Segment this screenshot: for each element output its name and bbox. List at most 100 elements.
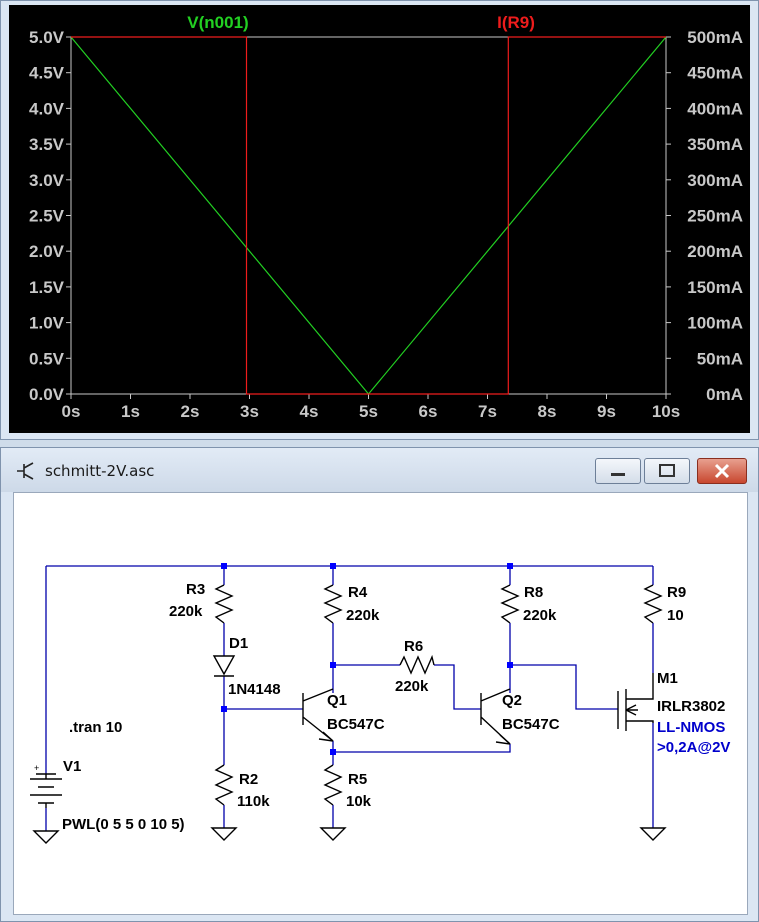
maximize-icon [659, 464, 675, 477]
m1-ref[interactable]: M1 [657, 670, 678, 687]
r2-value[interactable]: 110k [237, 793, 270, 810]
x-tick-label: 0s [62, 402, 81, 421]
x-tick-label: 6s [419, 402, 438, 421]
resistor-r4 [323, 584, 343, 624]
ground-m1 [639, 827, 667, 841]
v1-ref[interactable]: V1 [63, 758, 81, 775]
x-tick-label: 10s [652, 402, 680, 421]
plot-frame [70, 36, 667, 395]
resistor-r5 [323, 764, 343, 806]
r6-ref[interactable]: R6 [404, 638, 423, 655]
y-right-tick-label: 300mA [687, 171, 743, 190]
y-right-tick-label: 250mA [687, 207, 743, 226]
waveform-window: 0s 1s 2s 3s 4s 5s 6s 7s 8s 9s 10s 0.0V 0.5V 1.0V 1.5V 2… [0, 0, 759, 440]
r5-ref[interactable]: R5 [348, 771, 367, 788]
q2-ref[interactable]: Q2 [502, 692, 522, 709]
x-tick-label: 5s [359, 402, 378, 421]
x-tick-label: 3s [240, 402, 259, 421]
x-tick-label: 8s [538, 402, 557, 421]
y-left-tick-label: 0.5V [29, 349, 65, 368]
ground-r5 [319, 827, 347, 841]
spice-notes: LL-NMOS >0,2A@2V [657, 719, 730, 756]
m1-note-spec[interactable]: >0,2A@2V [657, 739, 730, 756]
resistor-r2 [214, 764, 234, 806]
m1-note-type[interactable]: LL-NMOS [657, 719, 725, 736]
r3-ref[interactable]: R3 [186, 581, 205, 598]
resistor-r9 [643, 584, 663, 624]
junction-nodes [221, 563, 513, 755]
y-left-tick-label: 1.0V [29, 314, 65, 333]
r3-value[interactable]: 220k [169, 603, 203, 620]
x-tick-label: 4s [300, 402, 319, 421]
y-left-tick-label: 2.0V [29, 242, 65, 261]
tran-directive[interactable]: .tran 10 [69, 719, 122, 736]
close-button[interactable] [697, 458, 747, 484]
close-icon [714, 463, 730, 479]
trace-label-vn001[interactable]: V(n001) [187, 13, 248, 32]
y-right-tick-label: 500mA [687, 28, 743, 47]
r4-value[interactable]: 220k [346, 607, 380, 624]
y-left-tick-label: 3.5V [29, 135, 65, 154]
y-right-tick-label: 350mA [687, 135, 743, 154]
resistor-r3 [214, 584, 234, 624]
x-tick-label: 2s [181, 402, 200, 421]
y-right-tick-label: 150mA [687, 278, 743, 297]
ground-v1 [32, 830, 60, 844]
schematic-window: schmitt-2V.asc [0, 447, 759, 922]
series-line-vn001[interactable] [70, 36, 667, 395]
r8-ref[interactable]: R8 [524, 584, 543, 601]
y-left-tick-label: 5.0V [29, 28, 65, 47]
x-tick-label: 1s [121, 402, 140, 421]
components[interactable]: + [30, 584, 667, 844]
y-left-tick-label: 4.0V [29, 99, 65, 118]
component-labels: R3 220k D1 1N4148 R2 110k R4 220k R6 220… [62, 581, 725, 833]
schematic-drawing[interactable]: + R3 220k D1 1N4148 R2 [14, 493, 747, 914]
series-line-ir9[interactable] [71, 36, 666, 395]
schematic-titlebar[interactable]: schmitt-2V.asc [1, 448, 758, 492]
r9-ref[interactable]: R9 [667, 584, 686, 601]
v1-value[interactable]: PWL(0 5 5 0 10 5) [62, 816, 185, 833]
y-right-tick-label: 400mA [687, 99, 743, 118]
waveform-plot[interactable]: 0s 1s 2s 3s 4s 5s 6s 7s 8s 9s 10s 0.0V 0.5V 1.0V 1.5V 2… [9, 5, 750, 433]
d1-value[interactable]: 1N4148 [228, 681, 281, 698]
r6-value[interactable]: 220k [395, 678, 429, 695]
q1-value[interactable]: BC547C [327, 716, 385, 733]
q2-value[interactable]: BC547C [502, 716, 560, 733]
y-left-tick-label: 0.0V [29, 385, 65, 404]
y-left-tick-label: 4.5V [29, 64, 65, 83]
y-left-tick-label: 2.5V [29, 207, 65, 226]
wires[interactable] [45, 565, 654, 831]
diode-d1 [212, 655, 236, 677]
d1-ref[interactable]: D1 [229, 635, 248, 652]
schematic-app-icon [17, 462, 34, 480]
maximize-button[interactable] [644, 458, 690, 484]
y-right-tick-label: 0mA [706, 385, 743, 404]
r4-ref[interactable]: R4 [348, 584, 368, 601]
y-right-tick-label: 450mA [687, 64, 743, 83]
m1-value[interactable]: IRLR3802 [657, 698, 725, 715]
x-tick-label: 9s [597, 402, 616, 421]
svg-text:+: + [34, 763, 39, 773]
r2-ref[interactable]: R2 [239, 771, 258, 788]
y-left-tick-label: 3.0V [29, 171, 65, 190]
r5-value[interactable]: 10k [346, 793, 372, 810]
ground-r2 [210, 827, 238, 841]
x-tick-label: 7s [478, 402, 497, 421]
mosfet-m1 [617, 673, 654, 731]
plot-area[interactable]: 0s 1s 2s 3s 4s 5s 6s 7s 8s 9s 10s 0.0V 0.5V 1.0V 1.5V 2… [9, 5, 750, 433]
q1-ref[interactable]: Q1 [327, 692, 347, 709]
y-right-tick-label: 100mA [687, 314, 743, 333]
resistor-r8 [500, 584, 520, 624]
minimize-button[interactable] [595, 458, 641, 484]
schematic-title: schmitt-2V.asc [45, 462, 155, 480]
y-right-tick-label: 50mA [697, 349, 743, 368]
schematic-canvas[interactable]: + R3 220k D1 1N4148 R2 [13, 492, 748, 915]
minimize-icon [611, 473, 625, 476]
voltage-source-v1 [30, 773, 62, 808]
y-left-tick-label: 1.5V [29, 278, 65, 297]
trace-label-ir9[interactable]: I(R9) [497, 13, 535, 32]
r8-value[interactable]: 220k [523, 607, 557, 624]
y-right-tick-label: 200mA [687, 242, 743, 261]
r9-value[interactable]: 10 [667, 607, 684, 624]
resistor-r6 [399, 654, 435, 675]
